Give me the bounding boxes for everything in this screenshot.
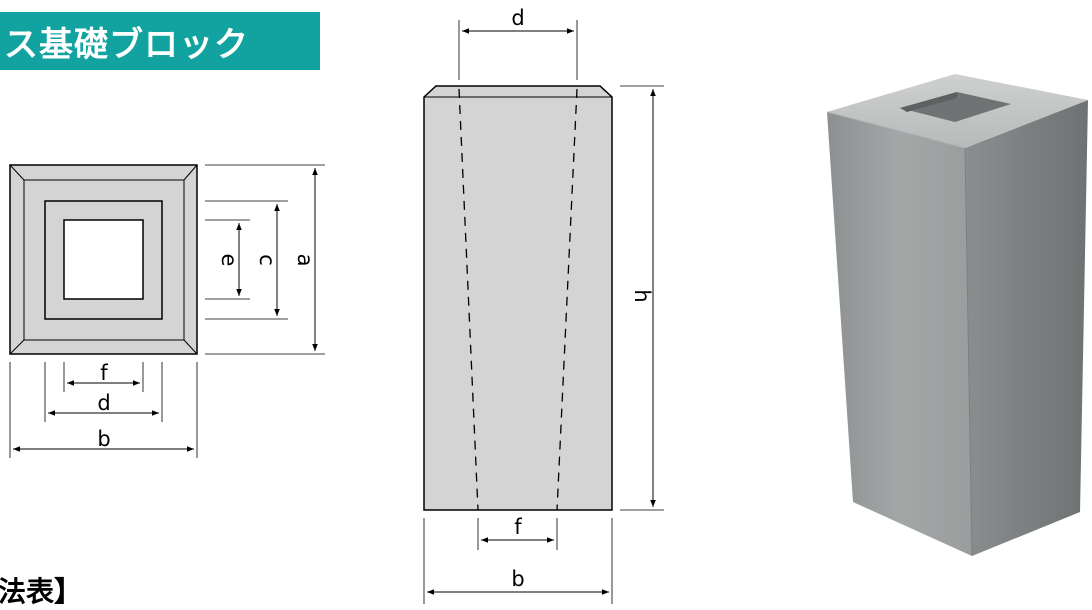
plan-label-e: e	[217, 254, 241, 267]
elevation-view: d h f b	[423, 6, 664, 604]
plan-label-c: c	[255, 254, 279, 266]
plan-label-a: a	[293, 254, 317, 267]
elevation-label-h: h	[630, 289, 654, 302]
page-title: ス基礎ブロック	[4, 24, 249, 65]
concrete-block-photo	[826, 74, 1088, 557]
page-title-banner: ス基礎ブロック	[0, 12, 320, 70]
plan-label-d: d	[97, 391, 110, 415]
plan-label-f: f	[100, 361, 108, 385]
elevation-label-d: d	[511, 6, 524, 30]
elevation-label-f: f	[514, 515, 522, 539]
elevation-label-b: b	[511, 567, 524, 591]
plan-label-b: b	[97, 427, 110, 451]
dimension-table-heading: 法表】	[0, 575, 83, 608]
plan-view: f d b e c a	[9, 164, 325, 458]
